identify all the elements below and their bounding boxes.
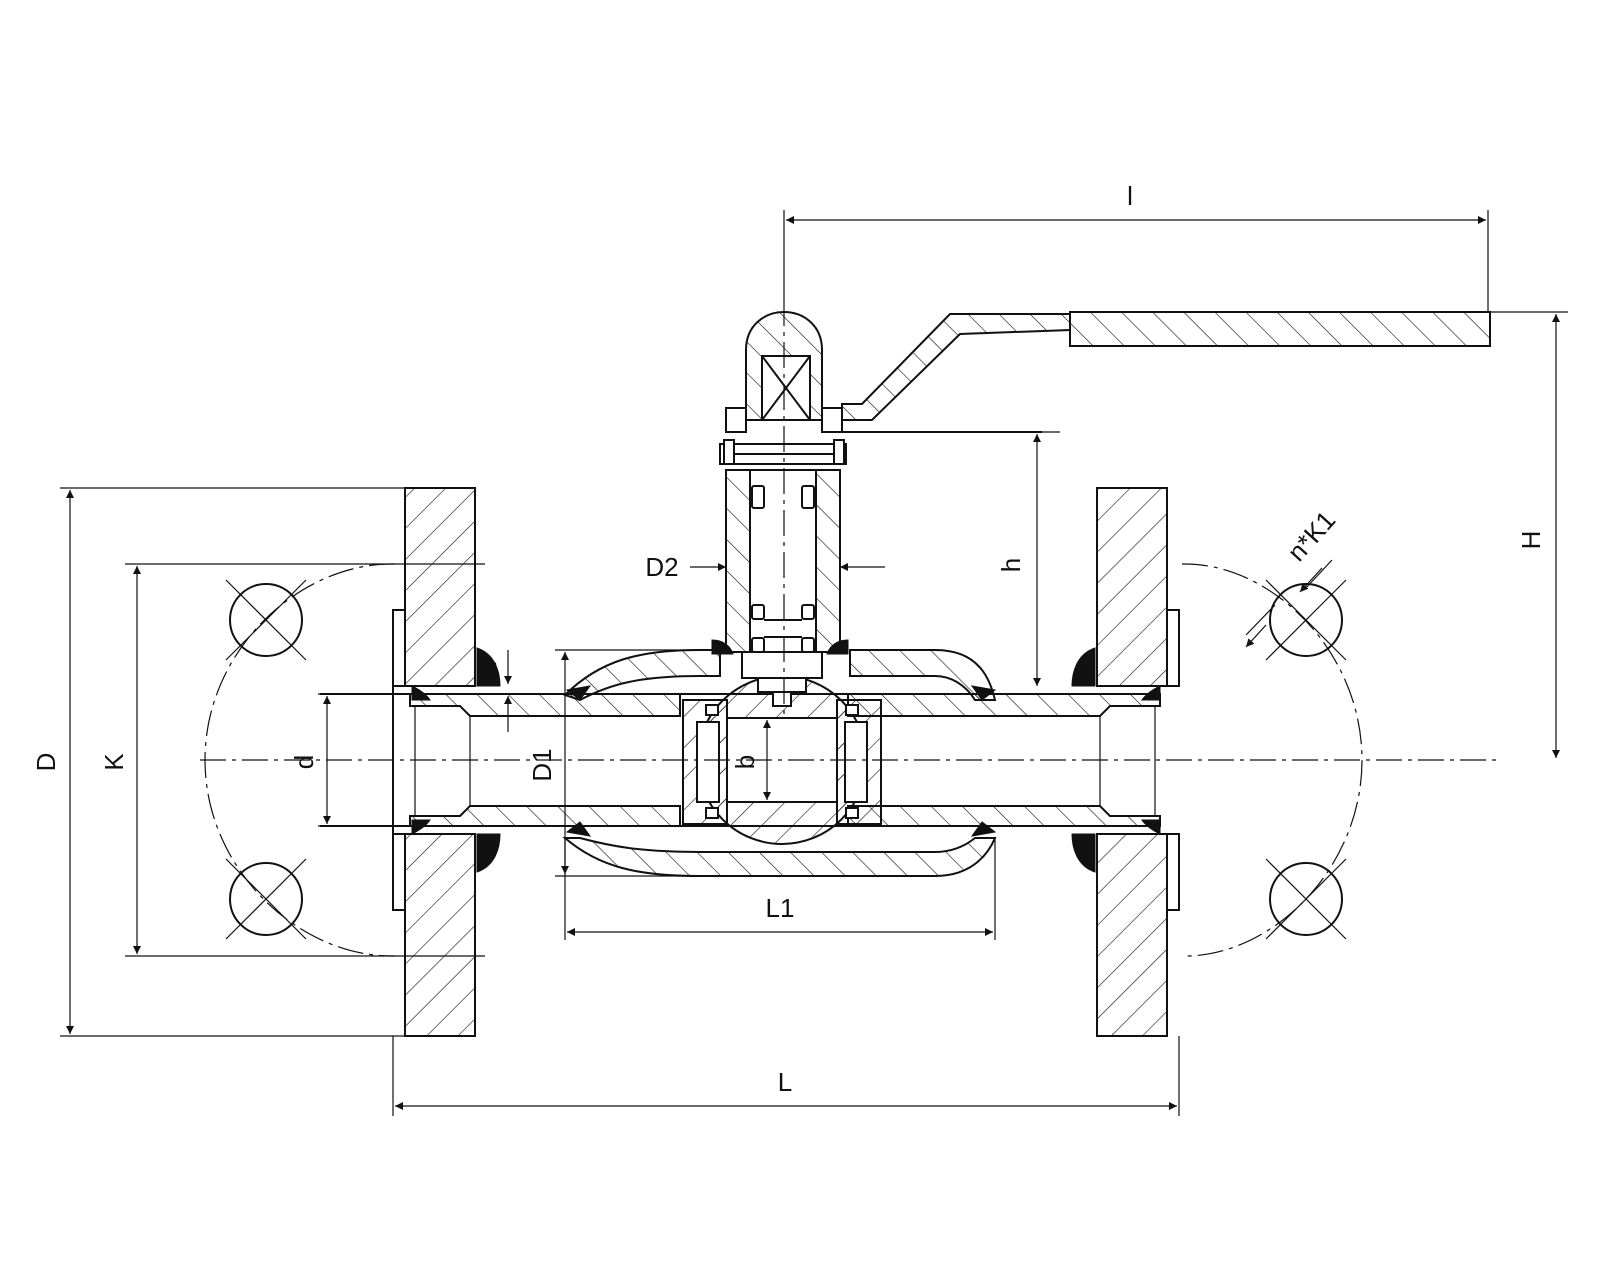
seat-right (836, 699, 882, 825)
seat-left (682, 699, 728, 825)
stem-cap (725, 310, 843, 433)
bolt-circle-right (1181, 563, 1363, 957)
handle-lever (841, 311, 1491, 433)
label-flange-diameter: D (31, 753, 61, 772)
center-lines (200, 300, 1500, 761)
label-body-length: L1 (766, 893, 795, 923)
label-bolt-holes: n*K1 (1281, 505, 1341, 567)
label-ball-bore: b (730, 755, 760, 769)
label-stem-diameter: D2 (645, 552, 678, 582)
label-face-to-face: L (778, 1067, 792, 1097)
label-stem-height: h (996, 558, 1026, 572)
label-bore: d (289, 755, 319, 769)
stem-housing (719, 439, 847, 707)
label-wall-thickness: t (472, 662, 502, 670)
extension-lines (60, 210, 1568, 1116)
flange-right (1096, 487, 1180, 1037)
label-bolt-circle: K (99, 753, 129, 771)
label-handle-length: l (1127, 181, 1133, 211)
label-total-height: H (1516, 531, 1546, 550)
flange-left (392, 487, 476, 1037)
valve-body (320, 649, 1161, 877)
dimension-lines (66, 216, 1560, 1110)
label-body-diameter: D1 (527, 748, 557, 781)
